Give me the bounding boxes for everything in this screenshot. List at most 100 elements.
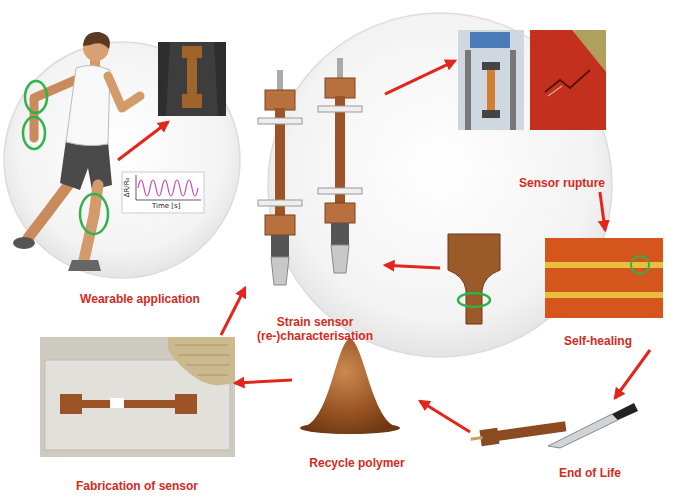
- tensile-tester: [325, 78, 355, 98]
- runner-figure: [23, 117, 45, 149]
- cycle-arrow: [385, 61, 455, 94]
- stage-caption: Fabrication of sensor: [76, 479, 198, 493]
- signal-plot: [122, 172, 204, 213]
- cut-sensor-knife: [548, 414, 618, 448]
- rupture-machine-photo: [470, 32, 510, 48]
- tensile-tester: [258, 118, 302, 124]
- tensile-tester: [318, 58, 362, 273]
- rupture-machine-photo: [510, 50, 516, 130]
- cut-sensor-knife: [612, 403, 638, 420]
- rupture-machine-photo: [458, 30, 524, 130]
- tensile-tester: [265, 215, 295, 235]
- stage-node: Strain sensor (re-)characterisation: [245, 60, 385, 345]
- runner-figure: [80, 194, 108, 234]
- rupture-closeup-photo: [530, 30, 606, 130]
- cycle-arrow: [221, 288, 245, 335]
- rupture-closeup-photo: [545, 70, 590, 92]
- stage-node: Sensor rupture: [455, 28, 610, 192]
- rupture-machine-photo: [465, 50, 471, 130]
- signal-plot: [138, 180, 198, 196]
- stage-node: End of Life: [470, 398, 640, 482]
- fabrication-photo: [80, 400, 177, 408]
- recycled-polymer: [300, 338, 400, 434]
- cycle-arrow: [615, 350, 650, 398]
- runner-figure: [25, 81, 47, 113]
- knee-sensor-photo: [158, 42, 226, 116]
- stage-caption: Self-healing: [564, 334, 632, 348]
- knee-sensor-photo: [182, 94, 202, 108]
- fabrication-photo: [175, 394, 197, 414]
- axis-label: Time [s]: [152, 202, 180, 211]
- runner-figure: [108, 76, 140, 108]
- runner-figure: [13, 32, 140, 271]
- cycle-arrow: [235, 380, 292, 383]
- recycled-polymer: [300, 338, 400, 434]
- healed-sample: [448, 234, 500, 324]
- healed-sample: [458, 293, 490, 307]
- self-healing-photo: [545, 262, 663, 268]
- stage-node: Wearable application: [8, 22, 232, 308]
- tensile-tester: [277, 70, 283, 92]
- runner-figure: [28, 180, 72, 238]
- cycle-arrow: [420, 401, 470, 432]
- cut-sensor-knife: [470, 418, 567, 447]
- cut-sensor-knife: [470, 403, 638, 448]
- tensile-tester: [265, 90, 295, 110]
- runner-figure: [83, 32, 110, 49]
- background-circle: [4, 13, 612, 357]
- healed-sample: [448, 234, 500, 324]
- stage-caption: Wearable application: [80, 292, 200, 306]
- rupture-closeup-photo: [548, 86, 562, 96]
- stage-caption: Recycle polymer: [309, 456, 404, 470]
- rupture-closeup-photo: [530, 30, 606, 130]
- tensile-tester: [331, 245, 349, 273]
- fabrication-photo: [40, 337, 235, 457]
- stage-caption: Strain sensor (re-)characterisation: [257, 315, 373, 343]
- stage-caption: End of Life: [559, 466, 621, 480]
- signal-plot: [122, 172, 204, 213]
- axis-label: ΔR/R₀: [123, 178, 132, 198]
- cut-sensor-knife: [496, 421, 567, 441]
- tensile-tester: [325, 203, 355, 223]
- rupture-closeup-photo: [572, 30, 606, 72]
- runner-figure: [68, 260, 101, 271]
- signal-plot: [136, 175, 137, 200]
- background-circle: [4, 42, 240, 278]
- fabrication-photo: [40, 337, 235, 457]
- fabrication-photo: [110, 398, 124, 408]
- self-healing-photo: [545, 238, 663, 318]
- illustration-arrow: [118, 122, 168, 160]
- knee-sensor-photo: [158, 42, 226, 116]
- cut-sensor-knife: [470, 436, 482, 441]
- tensile-tester: [318, 106, 362, 112]
- self-healing-photo: [631, 256, 649, 274]
- rupture-machine-photo: [482, 62, 500, 70]
- rupture-machine-photo: [487, 70, 495, 110]
- self-healing-photo: [545, 292, 663, 298]
- tensile-tester: [258, 200, 302, 206]
- tensile-tester: [258, 70, 302, 285]
- tensile-tester: [337, 58, 343, 80]
- rupture-machine-photo: [458, 30, 524, 130]
- knee-sensor-photo: [166, 42, 218, 116]
- cycle-arrow: [600, 192, 605, 230]
- self-healing-photo: [545, 238, 663, 318]
- runner-figure: [66, 65, 110, 145]
- stage-node: Self-healing: [440, 230, 668, 350]
- signal-plot: [136, 200, 201, 201]
- tensile-tester: [271, 235, 289, 257]
- cut-sensor-knife: [479, 428, 499, 446]
- stage-caption: Sensor rupture: [519, 176, 605, 190]
- tensile-tester: [331, 223, 349, 245]
- knee-sensor-photo: [187, 56, 197, 96]
- fabrication-photo: [60, 394, 82, 414]
- tensile-tester: [271, 257, 289, 285]
- illustration-arrow: [118, 122, 168, 160]
- tensile-tester: [318, 188, 362, 194]
- runner-figure: [13, 237, 35, 249]
- cycle-arrow: [385, 265, 440, 268]
- runner-figure: [60, 140, 112, 190]
